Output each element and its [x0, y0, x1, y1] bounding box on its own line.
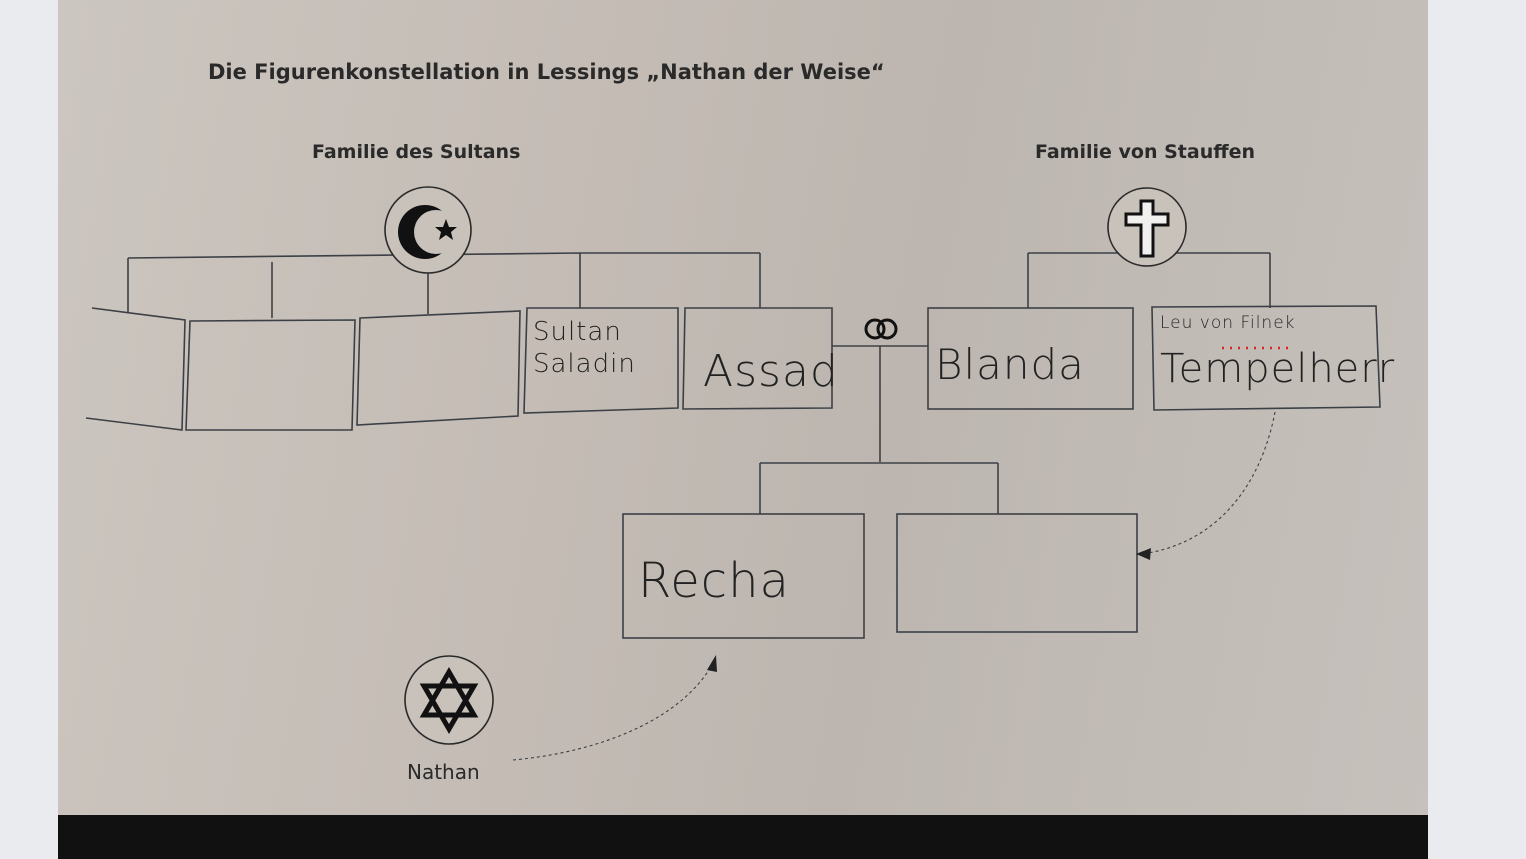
assad-box: [682, 307, 833, 410]
handwritten-assad: Assad: [703, 346, 839, 397]
nathan-arrow-line: [512, 664, 713, 761]
handwritten-sultan-saladin: Sultan Saladin: [533, 317, 636, 379]
handwritten-leu-von-filnek: Leu von Filnek: [1160, 313, 1296, 333]
sibling-box-partial: [85, 307, 186, 431]
handwritten-tempelherr: Tempelherr: [1160, 346, 1396, 392]
family-stauffen-heading: Familie von Stauffen: [1035, 141, 1256, 163]
page-title: Die Figurenkonstellation in Lessings „Na…: [208, 60, 885, 84]
family-sultan-heading: Familie des Sultans: [312, 141, 521, 163]
sibling-box-2: [356, 310, 521, 426]
tempelherr-arrow-head: [1136, 548, 1151, 560]
sultan-saladin-box: [523, 307, 679, 414]
marriage-connector: [759, 345, 999, 514]
sibling-box-1: [185, 319, 356, 431]
star-of-david-icon: [404, 655, 494, 745]
crescent-star-icon: [384, 186, 472, 274]
handwritten-recha: Recha: [638, 553, 790, 609]
recha-box: [622, 513, 865, 639]
nathan-label: Nathan: [407, 760, 480, 784]
empty-child-box: [896, 513, 1138, 633]
handwritten-blanda: Blanda: [935, 340, 1085, 389]
blanda-box: [927, 307, 1134, 410]
cross-icon: [1107, 187, 1187, 267]
sultan-family-connector: [127, 252, 761, 318]
nathan-arrow-head: [707, 655, 717, 672]
wedding-rings-icon: [864, 318, 898, 340]
tempelherr-arrow-line: [1147, 411, 1276, 554]
bottom-edge: [58, 815, 1428, 859]
leu-tempelherr-box: [1151, 305, 1381, 411]
